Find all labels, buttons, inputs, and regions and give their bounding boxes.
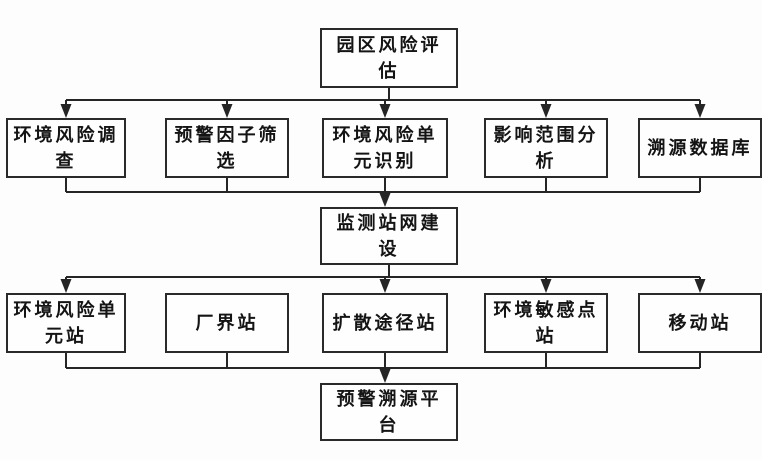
node-factory-boundary-station: 厂界站 xyxy=(165,293,289,353)
arrowhead-icon xyxy=(540,104,552,118)
node-impact-scope-analysis: 影响范围分 析 xyxy=(484,118,608,178)
node-monitoring-network-construction: 监测站网建 设 xyxy=(320,207,458,265)
connector-mid-to-row3 xyxy=(60,265,706,293)
node-traceability-database: 溯源数据库 xyxy=(638,118,762,178)
node-env-risk-unit-identification: 环境风险单 元识别 xyxy=(322,118,448,178)
node-warning-traceability-platform: 预警溯源平 台 xyxy=(320,383,458,441)
node-mobile-station: 移动站 xyxy=(638,293,762,353)
arrowhead-icon xyxy=(379,104,391,118)
arrowhead-icon xyxy=(221,104,233,118)
connector-row2-to-mid xyxy=(65,178,701,207)
node-diffusion-path-station: 扩散途径站 xyxy=(322,293,448,353)
arrowhead-icon xyxy=(60,279,72,293)
arrowhead-icon xyxy=(540,279,552,293)
arrowhead-icon xyxy=(379,369,391,383)
node-warning-factor-screening: 预警因子筛 选 xyxy=(165,118,289,178)
node-env-sensitive-point-station: 环境敏感点 站 xyxy=(484,293,608,353)
node-env-risk-survey: 环境风险调 查 xyxy=(6,118,126,178)
node-env-risk-unit-station: 环境风险单 元站 xyxy=(6,293,126,353)
arrowhead-icon xyxy=(379,279,391,293)
arrowhead-icon xyxy=(379,193,391,207)
connector-row3-to-bottom xyxy=(65,353,701,383)
arrowhead-icon xyxy=(60,104,72,118)
arrowhead-icon xyxy=(694,104,706,118)
node-park-risk-assessment: 园区风险评 估 xyxy=(320,28,458,88)
arrowhead-icon xyxy=(694,279,706,293)
connector-top-to-row2 xyxy=(60,88,706,118)
